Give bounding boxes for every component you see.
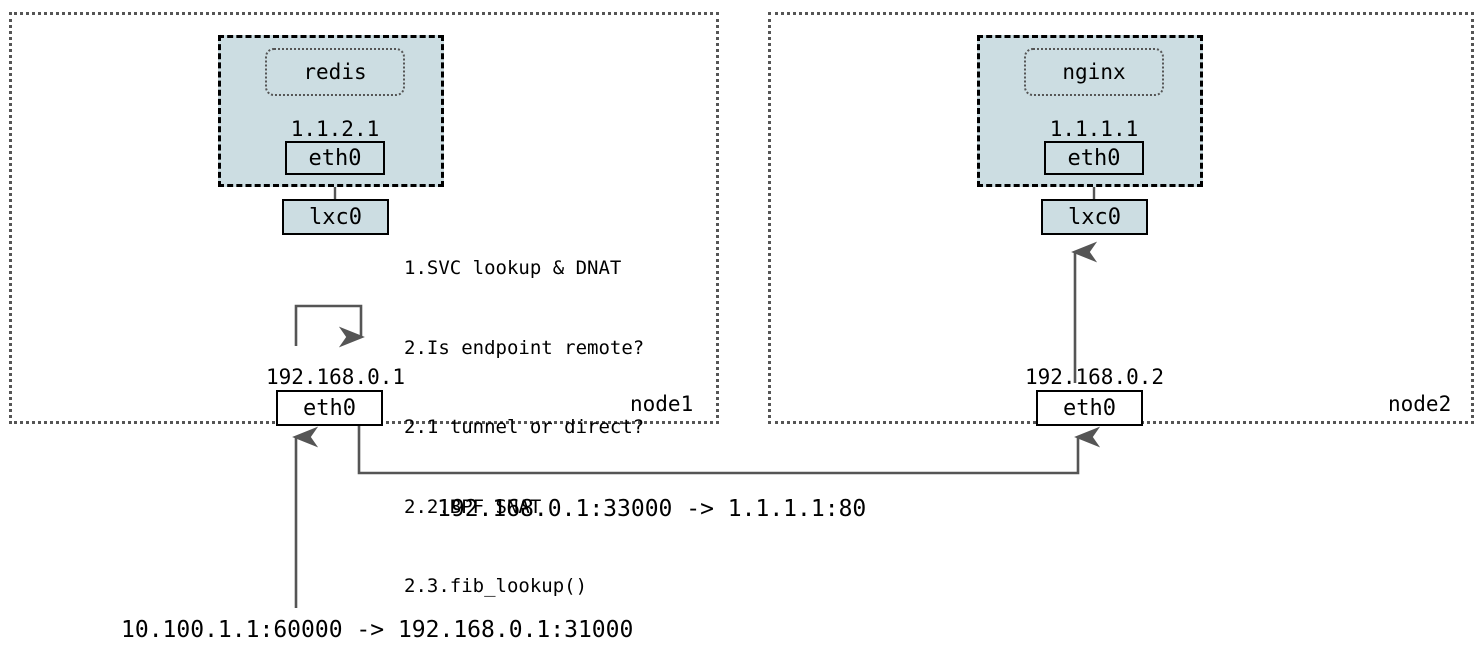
host-iface-node2: eth0: [1036, 390, 1143, 426]
host-ip-node1: 192.168.0.1: [265, 365, 406, 389]
pod-ip-node2: 1.1.1.1: [1049, 117, 1139, 141]
container-box-nginx: nginx: [1024, 48, 1164, 96]
container-box-redis: redis: [265, 48, 405, 96]
node-label-node2: node2: [1388, 392, 1452, 416]
pod-ip-node1: 1.1.2.1: [290, 117, 380, 141]
step-item-2-1: 2.1 tunnel or direct?: [404, 416, 645, 438]
step-item-1: 1.SVC lookup & DNAT: [404, 257, 622, 279]
node-label-node1: node1: [630, 392, 694, 416]
host-iface-node1: eth0: [276, 390, 383, 426]
pod-iface-node1: eth0: [285, 141, 385, 175]
pod-iface-node2: eth0: [1044, 141, 1144, 175]
flow-caption-ingress: 10.100.1.1:60000 -> 192.168.0.1:31000: [121, 617, 634, 643]
host-veth-node1: lxc0: [282, 199, 389, 235]
step-item-2-2: 2.2.BPF SNAT: [404, 495, 542, 518]
step-item-2: 2.Is endpoint remote?: [404, 336, 645, 359]
host-veth-node2: lxc0: [1041, 199, 1148, 235]
flow-caption-inter-node: 192.168.0.1:33000 -> 1.1.1.1:80: [437, 496, 867, 522]
step-item-2-3: 2.3.fib_lookup(): [404, 575, 588, 597]
host-ip-node2: 192.168.0.2: [1024, 365, 1165, 389]
step-list: 1.SVC lookup & DNAT 2.Is endpoint remote…: [404, 202, 644, 651]
